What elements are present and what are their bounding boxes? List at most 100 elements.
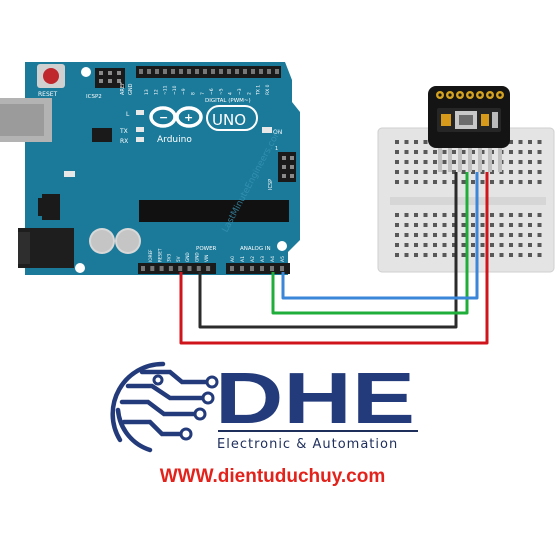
digital-pin-label: ~3 [237, 88, 243, 95]
breadboard-hole [452, 233, 456, 237]
breadboard-hole [509, 160, 513, 164]
header-hole [187, 266, 192, 271]
breadboard-hole [471, 170, 475, 174]
arduino-brand: Arduino [157, 135, 192, 145]
breadboard-hole [442, 243, 447, 247]
breadboard-hole [442, 160, 447, 164]
analog-pin-label: A4 [270, 256, 276, 262]
breadboard-hole [490, 223, 494, 227]
header-hole [171, 69, 175, 74]
aref-label: AREF [120, 82, 126, 95]
breadboard-hole [414, 160, 418, 164]
sensor-pin [468, 148, 472, 172]
header-hole [203, 69, 207, 74]
sensor-pin [448, 148, 452, 172]
breadboard-hole [471, 243, 475, 247]
breadboard-hole [537, 223, 542, 227]
breadboard-hole [395, 253, 399, 257]
sensor-pin [478, 148, 482, 172]
breadboard-hole [537, 213, 542, 217]
breadboard-hole [423, 253, 428, 257]
breadboard-hole [537, 233, 542, 237]
breadboard-hole [518, 223, 523, 227]
website-url[interactable]: WWW.dientuduchuy.com [159, 466, 386, 487]
breadboard-hole [528, 253, 532, 257]
breadboard-hole [414, 140, 418, 144]
breadboard-hole [404, 253, 409, 257]
breadboard-hole [480, 150, 485, 154]
l-label: L [126, 111, 130, 118]
header-hole [275, 69, 279, 74]
header-hole [250, 266, 254, 271]
breadboard-hole [423, 233, 428, 237]
logo-tagline: Electronic & Automation [217, 437, 399, 452]
tagline-rule [218, 430, 418, 432]
breadboard-holes [395, 140, 542, 257]
breadboard-hole [490, 180, 494, 184]
sensor-pin [438, 148, 442, 172]
breadboard-hole [442, 253, 447, 257]
icsp2-label: ICSP2 [86, 94, 102, 100]
header-hole [178, 266, 183, 271]
breadboard-hole [404, 150, 409, 154]
breadboard-hole [442, 180, 447, 184]
breadboard-hole [414, 150, 418, 154]
header-hole [206, 266, 211, 271]
breadboard-hole [442, 233, 447, 237]
breadboard-hole [509, 140, 513, 144]
reset-label: RESET [38, 91, 58, 98]
breadboard-hole [423, 170, 428, 174]
breadboard-hole [461, 180, 466, 184]
power-pin-label: IOREF [148, 249, 153, 262]
breadboard-hole [423, 213, 428, 217]
power-pin-label: 3V3 [167, 253, 172, 262]
arduino-uno-board: − + [0, 62, 300, 275]
breadboard-hole [433, 180, 437, 184]
breadboard-hole [499, 223, 504, 227]
breadboard-hole [471, 160, 475, 164]
breadboard-hole [395, 180, 399, 184]
breadboard-hole [452, 180, 456, 184]
circuit-globe-icon [110, 361, 215, 453]
breadboard-hole [433, 233, 437, 237]
breadboard-hole [471, 253, 475, 257]
analog-pin-label: A2 [250, 256, 256, 262]
breadboard-hole [442, 213, 447, 217]
icsp-one-label: 1 [275, 146, 278, 152]
icsp2-pin [108, 79, 112, 83]
breadboard-hole [528, 180, 532, 184]
header-hole [168, 266, 173, 271]
breadboard-hole [537, 150, 542, 154]
header-hole [163, 69, 167, 74]
breadboard-hole [461, 233, 466, 237]
breadboard-hole [442, 223, 447, 227]
breadboard-hole [404, 233, 409, 237]
breadboard-hole [395, 243, 399, 247]
wires [179, 172, 489, 345]
breadboard-hole [480, 213, 485, 217]
icsp-pins [282, 156, 294, 178]
header-hole [235, 69, 239, 74]
icsp2-pin [117, 79, 121, 83]
breadboard-hole [414, 223, 418, 227]
arduino-logo: − + [149, 106, 203, 128]
icsp-pin [290, 156, 294, 160]
breadboard-hole [537, 170, 542, 174]
header-hole [196, 266, 201, 271]
breadboard-hole [509, 243, 513, 247]
breadboard-hole [518, 243, 523, 247]
breadboard-hole [452, 170, 456, 174]
icsp-pin [290, 174, 294, 178]
digital-pin-label: 2 [246, 92, 252, 95]
breadboard-hole [490, 253, 494, 257]
breadboard-hole [461, 253, 466, 257]
icsp-label: ICSP [268, 179, 274, 190]
breadboard-hole [528, 160, 532, 164]
digital-pin-label: ~10 [172, 85, 178, 95]
bottom-header-holes [141, 266, 284, 271]
breadboard-hole [518, 140, 523, 144]
digital-pin-label: RX 0 [265, 84, 271, 95]
header-hole [179, 69, 183, 74]
breadboard-hole [423, 243, 428, 247]
breadboard-hole [452, 253, 456, 257]
